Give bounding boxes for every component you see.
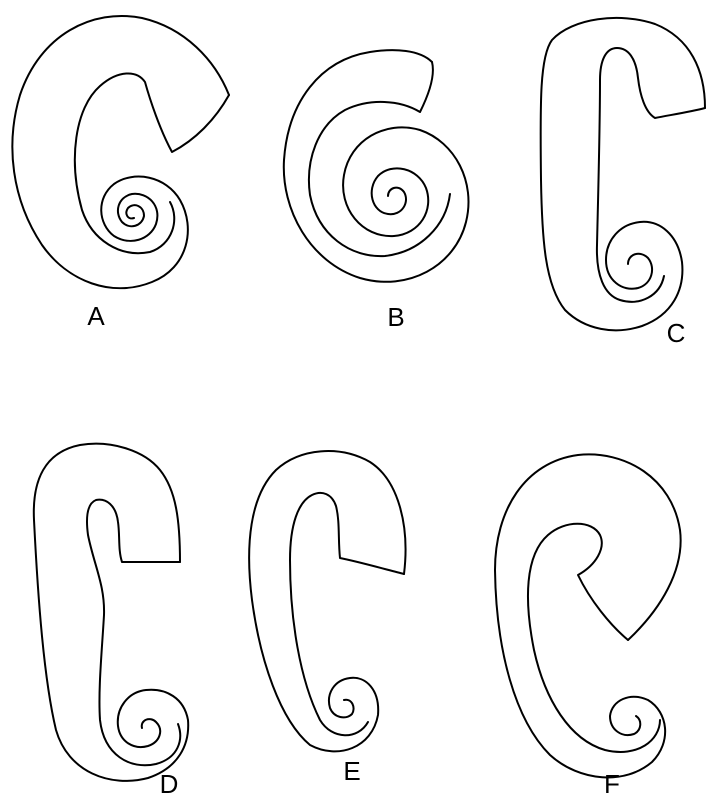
panel-c-shell-outline [541,18,705,330]
panel-f: F [495,454,681,799]
panel-d-label: D [160,769,179,799]
panel-a-label: A [87,301,105,331]
panel-e: E [249,451,405,786]
panel-f-shell-outline [495,454,681,777]
panel-a: A [12,16,229,331]
panel-f-inner-outline [528,524,660,752]
panel-c: C [541,18,705,348]
panel-d-shell-outline [34,444,188,781]
panel-a-inner-outline [75,73,229,253]
panel-d-inner-outline [87,500,180,766]
panel-b-label: B [387,302,404,332]
panel-c-label: C [667,318,686,348]
panel-a-shell-outline [12,16,229,288]
panel-e-label: E [343,756,360,786]
panel-b-shell-outline [284,50,469,282]
panel-b-inner-outline [309,62,450,256]
panel-f-label: F [604,769,620,799]
panel-e-shell-outline [249,451,405,751]
panel-b: B [284,50,469,332]
panel-d: D [34,444,188,799]
